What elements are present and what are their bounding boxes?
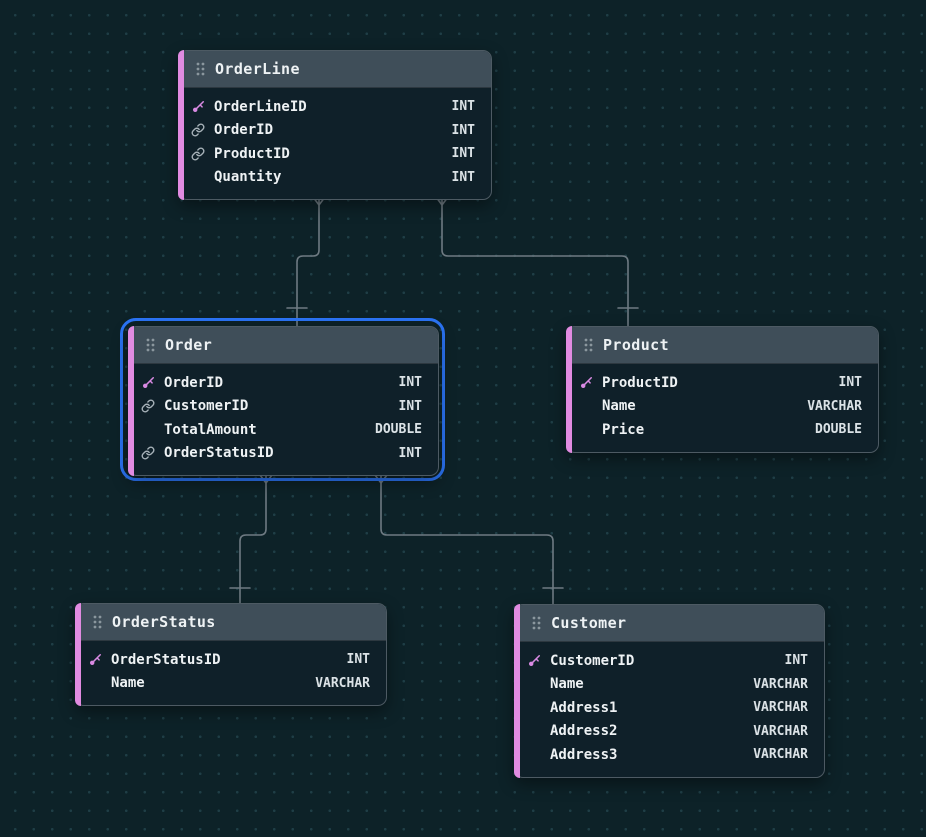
key-icon	[580, 376, 593, 388]
table-card-customer[interactable]: Customer CustomerID INT	[514, 604, 825, 778]
field-type: VARCHAR	[753, 723, 808, 739]
field-name: CustomerID	[164, 398, 249, 415]
table-accent-strip	[128, 326, 134, 476]
field-type: DOUBLE	[375, 422, 422, 438]
key-icon	[89, 653, 102, 665]
relationship-edge-orderline-product[interactable]	[435, 196, 639, 327]
field-row[interactable]: Name VARCHAR	[567, 395, 878, 419]
link-icon	[141, 446, 155, 460]
field-name: OrderStatusID	[164, 445, 274, 462]
table-fields: ProductID INT Name VARCHAR	[567, 364, 878, 452]
table-header[interactable]: Customer	[515, 605, 824, 642]
link-icon	[141, 399, 155, 413]
field-type: INT	[451, 122, 475, 138]
table-name: Order	[165, 336, 213, 354]
field-name: Name	[602, 398, 636, 415]
table-name: Product	[603, 336, 670, 354]
field-name: ProductID	[602, 374, 678, 391]
field-row[interactable]: TotalAmount DOUBLE	[129, 418, 438, 442]
table-accent-strip	[75, 603, 81, 706]
drag-handle-dots-icon[interactable]	[584, 338, 593, 352]
table-accent-strip	[178, 50, 184, 200]
drag-handle-dots-icon[interactable]	[532, 616, 541, 630]
table-name: OrderLine	[215, 60, 300, 78]
field-name: OrderID	[214, 122, 274, 139]
field-row[interactable]: Address3 VARCHAR	[515, 743, 824, 767]
table-name: Customer	[551, 614, 627, 632]
field-row[interactable]: OrderID INT	[129, 371, 438, 395]
field-type: DOUBLE	[815, 422, 862, 438]
field-name: ProductID	[214, 145, 290, 162]
field-name: OrderID	[164, 374, 224, 391]
table-accent-strip	[566, 326, 572, 453]
field-type: VARCHAR	[753, 676, 808, 692]
field-row[interactable]: ProductID INT	[179, 142, 491, 166]
relationship-edge-order-orderstatus[interactable]	[229, 474, 273, 604]
field-type: VARCHAR	[753, 700, 808, 716]
table-header[interactable]: OrderStatus	[76, 604, 386, 641]
table-fields: OrderLineID INT OrderID INT	[179, 88, 491, 199]
field-type: INT	[346, 652, 370, 668]
field-type: INT	[451, 169, 475, 185]
field-name: Address2	[550, 723, 618, 740]
field-row[interactable]: Address1 VARCHAR	[515, 696, 824, 720]
relationship-edge-orderline-order[interactable]	[286, 196, 326, 327]
drag-handle-dots-icon[interactable]	[196, 62, 205, 76]
crow-foot-many-marker	[374, 474, 388, 484]
field-name: TotalAmount	[164, 421, 257, 438]
field-row[interactable]: OrderStatusID INT	[76, 648, 386, 672]
field-type: INT	[838, 375, 862, 391]
field-name: Name	[550, 676, 584, 693]
field-name: CustomerID	[550, 652, 635, 669]
field-name: OrderLineID	[214, 98, 307, 115]
table-card-orderstatus[interactable]: OrderStatus OrderStatusID INT	[75, 603, 387, 706]
table-accent-strip	[514, 604, 520, 778]
key-icon	[528, 654, 541, 666]
field-type: INT	[451, 146, 475, 162]
field-name: Quantity	[214, 169, 282, 186]
field-row[interactable]: OrderLineID INT	[179, 95, 491, 119]
field-name: Price	[602, 421, 645, 438]
table-header[interactable]: Product	[567, 327, 878, 364]
crow-foot-many-marker	[259, 474, 273, 484]
field-name: Address1	[550, 699, 618, 716]
field-row[interactable]: CustomerID INT	[129, 395, 438, 419]
drag-handle-dots-icon[interactable]	[146, 338, 155, 352]
field-row[interactable]: Quantity INT	[179, 166, 491, 190]
table-card-orderline[interactable]: OrderLine OrderLineID INT	[178, 50, 492, 200]
relationship-edge-order-customer[interactable]	[374, 474, 564, 605]
table-card-order[interactable]: Order OrderID INT	[128, 326, 439, 476]
table-fields: OrderID INT CustomerID INT	[129, 364, 438, 475]
link-icon	[191, 123, 205, 137]
field-row[interactable]: CustomerID INT	[515, 649, 824, 673]
field-row[interactable]: OrderID INT	[179, 119, 491, 143]
field-type: INT	[398, 445, 422, 461]
field-type: INT	[451, 99, 475, 115]
field-name: Address3	[550, 746, 618, 763]
field-name: OrderStatusID	[111, 651, 221, 668]
field-type: VARCHAR	[807, 398, 862, 414]
field-row[interactable]: Name VARCHAR	[515, 673, 824, 697]
field-name: Name	[111, 675, 145, 692]
field-type: INT	[398, 398, 422, 414]
field-type: VARCHAR	[315, 675, 370, 691]
drag-handle-dots-icon[interactable]	[93, 615, 102, 629]
key-icon	[142, 376, 155, 388]
link-icon	[191, 147, 205, 161]
table-name: OrderStatus	[112, 613, 216, 631]
key-icon	[192, 100, 205, 112]
table-header[interactable]: OrderLine	[179, 51, 491, 88]
table-fields: CustomerID INT Name VARCHAR	[515, 642, 824, 777]
table-card-product[interactable]: Product ProductID INT	[566, 326, 879, 453]
field-row[interactable]: ProductID INT	[567, 371, 878, 395]
field-type: INT	[398, 375, 422, 391]
table-header[interactable]: Order	[129, 327, 438, 364]
field-row[interactable]: Name VARCHAR	[76, 672, 386, 696]
table-fields: OrderStatusID INT Name VARCHAR	[76, 641, 386, 705]
field-row[interactable]: OrderStatusID INT	[129, 442, 438, 466]
field-type: VARCHAR	[753, 747, 808, 763]
field-row[interactable]: Address2 VARCHAR	[515, 720, 824, 744]
field-type: INT	[784, 653, 808, 669]
field-row[interactable]: Price DOUBLE	[567, 418, 878, 442]
